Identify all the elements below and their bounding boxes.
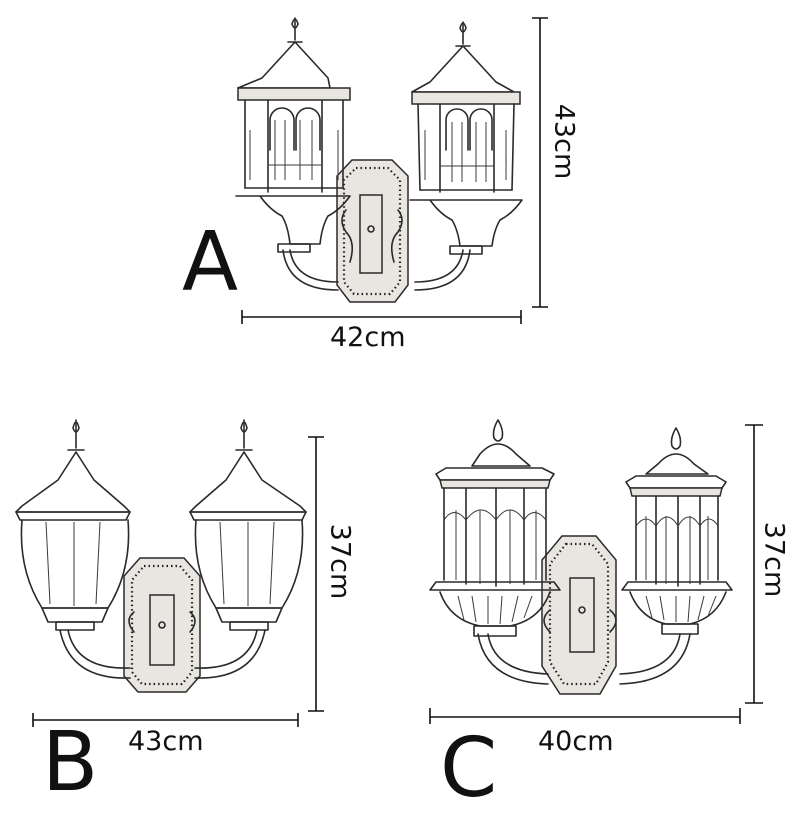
- variant-a-height-label: 43cm: [548, 103, 580, 180]
- variant-b-panel: B 43cm 37cm: [0, 400, 400, 804]
- variant-b-height-label: 37cm: [324, 523, 356, 600]
- variant-a-label: A: [182, 215, 239, 310]
- variant-b-label: B: [42, 715, 99, 810]
- variant-c-width-label: 40cm: [538, 726, 614, 757]
- variant-c-label: C: [440, 721, 498, 816]
- variant-c-height-label: 37cm: [758, 521, 790, 598]
- wall-lantern-a-icon: [235, 17, 548, 324]
- wall-lantern-c-icon: [429, 419, 763, 724]
- variant-c-panel: C 40cm 37cm: [410, 410, 800, 810]
- variant-b-width-label: 43cm: [128, 726, 204, 757]
- wall-lantern-b-icon: [15, 419, 324, 727]
- variant-a-panel: A 42cm 43cm: [0, 0, 800, 400]
- variant-a-width-label: 42cm: [330, 322, 406, 353]
